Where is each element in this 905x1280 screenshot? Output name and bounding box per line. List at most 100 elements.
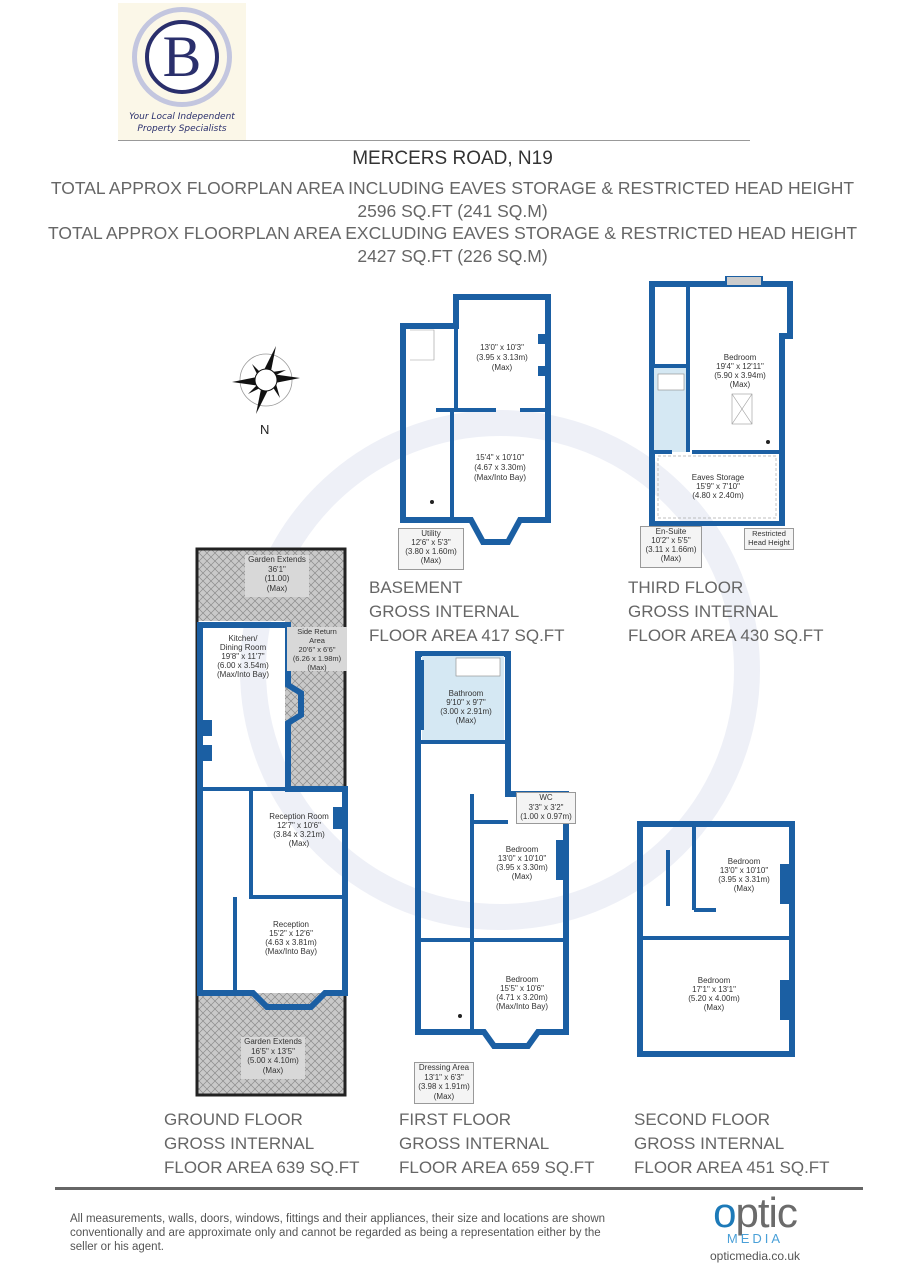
header-divider [118, 140, 750, 141]
bathroom-metric: (3.00 x 2.91m) [440, 707, 492, 716]
second-bedroom1-metric: (3.95 x 3.31m) [718, 875, 770, 884]
wc-dims: 3'3" x 3'2" [528, 802, 564, 812]
garden-front-name: Garden Extends [244, 1037, 302, 1046]
agent-logo: B Your Local Independent Property Specia… [118, 3, 246, 140]
tagline-line2: Property Specialists [137, 124, 227, 134]
first-bedroom1-metric: (3.95 x 3.30m) [496, 863, 548, 872]
property-title: MERCERS ROAD, N19 [352, 148, 553, 169]
basement-plan: 13'0" x 10'3" (3.95 x 3.13m) (Max) 15'4"… [398, 292, 558, 570]
optic-url: opticmedia.co.uk [709, 1249, 801, 1263]
optic-wordmark: optic [700, 1189, 810, 1237]
ensuite-dims: 10'2" x 5'5" [651, 536, 691, 545]
dressing-area-metric: (3.98 x 1.91m) [418, 1082, 470, 1091]
kitchen-dims: 19'8" x 11'7" [221, 652, 264, 661]
basement-room1-dims: 13'0" x 10'3" [480, 343, 524, 352]
first-bedroom2-name: Bedroom [506, 975, 539, 984]
first-bedroom2-metric: (4.71 x 3.20m) [496, 993, 548, 1002]
second-bedroom2-metric: (5.20 x 4.00m) [688, 994, 740, 1003]
basement-name: BASEMENT [369, 578, 463, 597]
garden-rear-dims: 36'1" [268, 564, 286, 574]
optic-media-word: MEDIA [726, 1231, 784, 1246]
first-bedroom1note: (Max) [512, 872, 533, 881]
basement-room2-metric: (4.67 x 3.30m) [474, 463, 526, 472]
garden-rear-label: Garden Extends 36'1" (11.00) (Max) [245, 555, 309, 597]
second-floor-area-label: SECOND FLOOR GROSS INTERNAL FLOOR AREA 4… [634, 1108, 830, 1180]
first-floor-gross: GROSS INTERNAL [399, 1134, 550, 1153]
second-floor-plan: Bedroom 13'0" x 10'10" (3.95 x 3.31m) (M… [636, 820, 796, 1060]
first-bedroom2-note: (Max/Into Bay) [496, 1002, 548, 1011]
utility-note: (Max) [420, 556, 442, 565]
logo-tagline: Your Local Independent Property Speciali… [118, 111, 246, 135]
third-bedroom-dims: 19'4" x 12'11" [716, 362, 764, 371]
garden-rear-name: Garden Extends [248, 555, 306, 564]
dressing-area-note: (Max) [433, 1091, 455, 1101]
basement-area: FLOOR AREA 417 SQ.FT [369, 626, 565, 645]
first-floor-area: FLOOR AREA 659 SQ.FT [399, 1158, 595, 1177]
eaves-name: Eaves Storage [692, 473, 745, 482]
first-bedroom1-name: Bedroom [506, 845, 539, 854]
reception-room-metric: (3.84 x 3.21m) [273, 830, 325, 839]
third-bedroom-note: (Max) [730, 380, 751, 389]
second-bedroom2-name: Bedroom [698, 976, 731, 985]
side-return-label: Side Return Area 20'6" x 6'6" (6.26 x 1.… [287, 627, 347, 672]
third-floor-plan: Bedroom 19'4" x 12'11" (5.90 x 3.94m) (M… [640, 275, 800, 568]
second-floor-name: SECOND FLOOR [634, 1110, 771, 1129]
bathroom-name: Bathroom [449, 689, 484, 698]
third-floor-name: THIRD FLOOR [628, 578, 744, 597]
first-bedroom1-dims: 13'0" x 10'10" [498, 854, 546, 863]
total-excluding-label: TOTAL APPROX FLOORPLAN AREA EXCLUDING EA… [47, 223, 858, 243]
wc-metric: (1.00 x 0.97m) [520, 812, 572, 821]
third-floor-gross: GROSS INTERNAL [628, 602, 779, 621]
dressing-area-label-box: Dressing Area 13'1" x 6'3" (3.98 x 1.91m… [414, 1062, 474, 1104]
ensuite-metric: (3.11 x 1.66m) [645, 545, 697, 554]
first-bedroom2-dims: 15'5" x 10'6" [500, 984, 544, 993]
ensuite-name: En-Suite [655, 527, 687, 536]
optic-media-logo: optic MEDIA opticmedia.co.uk [700, 1189, 810, 1270]
footer-divider [55, 1187, 863, 1190]
third-bedroom-name: Bedroom [724, 353, 757, 362]
side-return-name: Side Return [297, 627, 337, 636]
basement-room2-note: (Max/Into Bay) [474, 473, 526, 482]
utility-label-box: Utility 12'6" x 5'3" (3.80 x 1.60m) (Max… [398, 528, 464, 570]
eaves-dims: 15'9" x 7'10" [696, 482, 740, 491]
ground-floor-area: FLOOR AREA 639 SQ.FT [164, 1158, 360, 1177]
total-including-label: TOTAL APPROX FLOORPLAN AREA INCLUDING EA… [50, 178, 855, 198]
dressing-area-dims: 13'1" x 6'3" [424, 1072, 464, 1082]
reception-metric: (4.63 x 3.81m) [265, 938, 317, 947]
wc-label-box: WC 3'3" x 3'2" (1.00 x 0.97m) [516, 792, 576, 824]
restricted-label: Restricted [752, 529, 786, 538]
side-return-name2: Area [309, 636, 325, 645]
third-floor-area: FLOOR AREA 430 SQ.FT [628, 626, 824, 645]
reception-note: (Max/Into Bay) [265, 947, 317, 956]
eaves-metric: (4.80 x 2.40m) [692, 491, 744, 500]
garden-front-label: Garden Extends 16'5" x 13'5" (5.00 x 4.1… [241, 1037, 305, 1079]
basement-gross: GROSS INTERNAL [369, 602, 520, 621]
second-floor-area: FLOOR AREA 451 SQ.FT [634, 1158, 830, 1177]
optic-rest: ptic [735, 1189, 798, 1236]
second-bedroom2-note: (Max) [704, 1003, 725, 1012]
total-excluding-value: 2427 SQ.FT (226 SQ.M) [357, 246, 548, 266]
basement-area-label: BASEMENT GROSS INTERNAL FLOOR AREA 417 S… [369, 576, 565, 648]
compass-icon: N [230, 340, 302, 438]
total-including-value: 2596 SQ.FT (241 SQ.M) [357, 201, 548, 221]
garden-front-note: (Max) [262, 1065, 284, 1075]
optic-o: o [713, 1189, 736, 1236]
disclaimer-text: All measurements, walls, doors, windows,… [70, 1213, 606, 1253]
ensuite-note: (Max) [660, 554, 682, 563]
kitchen-metric: (6.00 x 3.54m) [217, 661, 269, 670]
garden-front-dims: 16'5" x 13'5" [251, 1046, 295, 1056]
wc-name: WC [539, 793, 553, 802]
garden-rear-metric: (11.00) [264, 574, 290, 583]
reception-room-dims: 12'7" x 10'6" [277, 821, 321, 830]
first-floor-plan: Bathroom 9'10" x 9'7" (3.00 x 2.91m) (Ma… [410, 650, 580, 1110]
reception-room-name: Reception Room [269, 812, 329, 821]
head-height-label: Head Height [748, 538, 790, 547]
utility-metric: (3.80 x 1.60m) [405, 547, 457, 556]
reception-room-note: (Max) [289, 839, 310, 848]
second-bedroom1-name: Bedroom [728, 857, 761, 866]
garden-rear-note: (Max) [266, 583, 288, 593]
first-floor-area-label: FIRST FLOOR GROSS INTERNAL FLOOR AREA 65… [399, 1108, 595, 1180]
bathroom-dims: 9'10" x 9'7" [446, 698, 486, 707]
ground-floor-gross: GROSS INTERNAL [164, 1134, 315, 1153]
kitchen-name: Kitchen/ [229, 634, 259, 643]
